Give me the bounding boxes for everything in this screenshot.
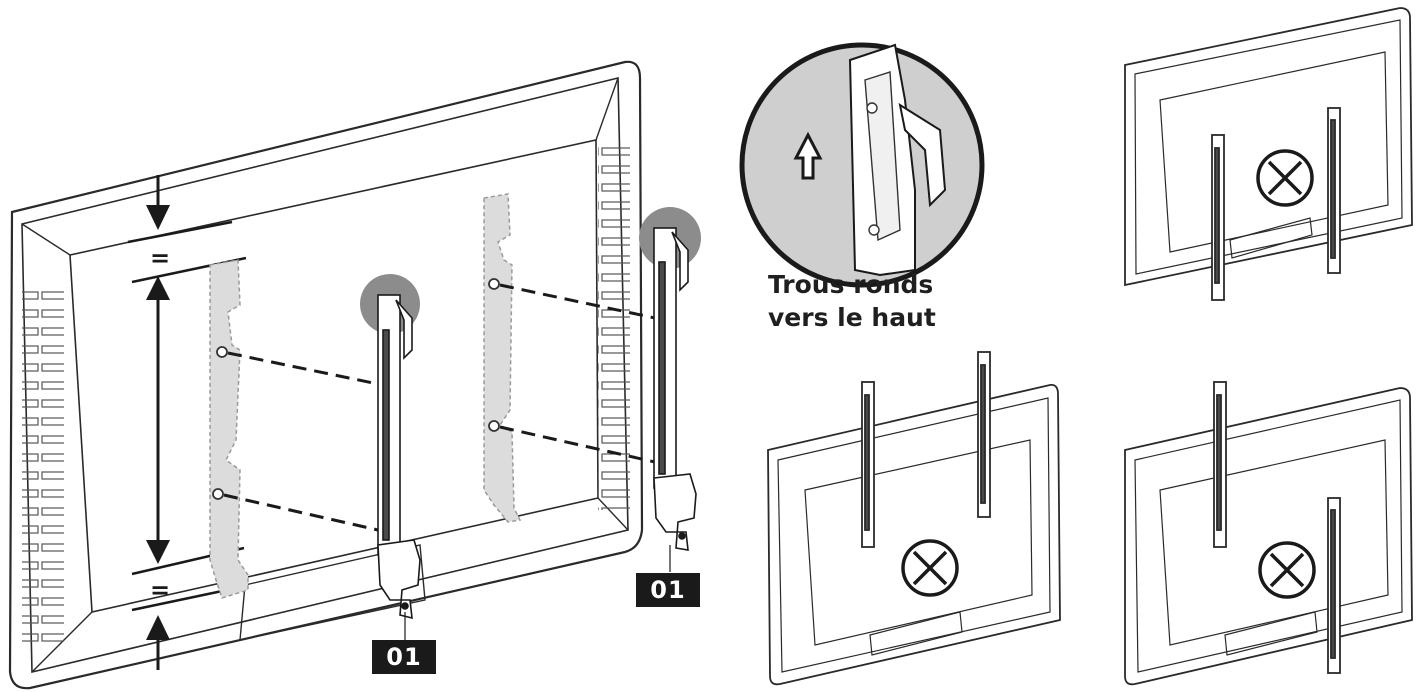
bracket-left	[377, 294, 421, 620]
callout-caption-line2: vers le haut	[768, 303, 936, 332]
forbidden-icon-3	[1258, 541, 1316, 599]
callout-caption: Trous ronds vers le haut	[768, 268, 998, 334]
left-vents	[22, 285, 64, 645]
dimension-guides	[127, 175, 247, 670]
callout-caption-line1: Trous ronds	[768, 270, 934, 299]
alignment-dashes	[223, 283, 656, 532]
wrong-example-top	[1124, 7, 1413, 301]
part-label-left: 01	[372, 640, 436, 674]
mounting-holes	[212, 278, 500, 500]
part-label-right: 01	[636, 573, 700, 607]
ghost-bracket-left	[209, 259, 249, 599]
wrong-example-bottom-left	[767, 351, 1061, 686]
bracket-right	[653, 227, 697, 551]
equal-sign-bottom: =	[150, 576, 170, 604]
zoom-callout	[739, 42, 985, 288]
wrong-example-bottom-right	[1124, 381, 1413, 686]
forbidden-icon-2	[901, 539, 959, 597]
main-tv-back	[8, 60, 644, 690]
up-arrow-icon	[793, 131, 823, 180]
right-vents	[598, 140, 630, 510]
equal-sign-top: =	[150, 244, 170, 272]
forbidden-icon-1	[1256, 149, 1314, 207]
ghost-bracket-right	[483, 193, 522, 523]
